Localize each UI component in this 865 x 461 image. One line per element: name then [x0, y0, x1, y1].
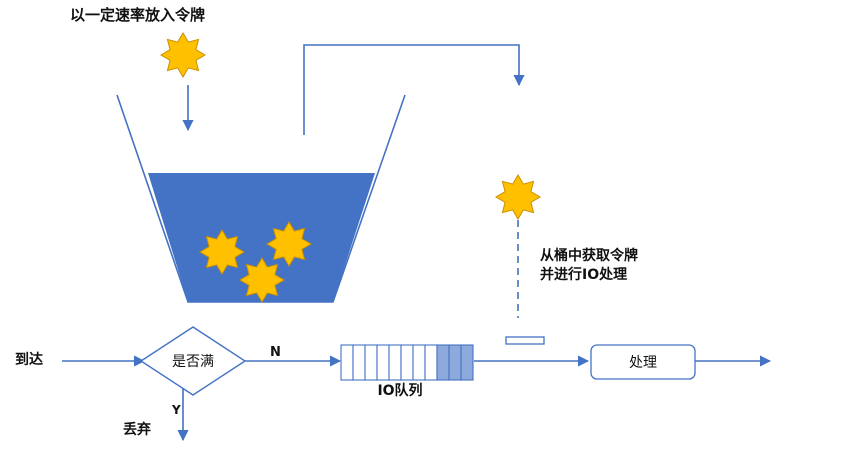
bucket-token-icon	[266, 221, 312, 267]
decision-label: 是否满	[172, 354, 214, 370]
token-rate-label: 以一定速率放入令牌	[70, 6, 205, 24]
bucket-tokens-fill	[148, 173, 375, 302]
discard-label: 丢弃	[123, 421, 151, 438]
queue-slot-empty	[424, 344, 438, 381]
no-label: N	[270, 345, 281, 360]
take-token-label-1: 从桶中获取令牌	[540, 247, 638, 264]
io-queue-label: IO队列	[377, 382, 422, 399]
process-label: 处理	[629, 355, 657, 371]
queue-slot-filled	[436, 344, 450, 381]
queue-slot-empty	[376, 344, 390, 381]
token-bucket	[116, 94, 406, 303]
queue-slot-empty	[340, 344, 354, 381]
queue-slot-empty	[364, 344, 378, 381]
bucket-token-icon	[239, 257, 285, 303]
bucket-token-icon	[199, 229, 245, 275]
arrive-label: 到达	[15, 351, 43, 368]
token-fetch-arrow	[303, 44, 525, 135]
io-queue	[340, 344, 474, 381]
queue-slot-empty	[352, 344, 366, 381]
taken-token-icon	[495, 174, 541, 220]
queue-slot-empty	[400, 344, 414, 381]
queue-slot-filled	[460, 344, 474, 381]
decision-diamond	[139, 326, 247, 396]
queue-slot-empty	[412, 344, 426, 381]
bucket-outline	[116, 94, 406, 303]
incoming-token-icon	[160, 32, 206, 78]
yes-label: Y	[171, 403, 181, 417]
queue-slot-filled	[448, 344, 462, 381]
token-slot	[505, 336, 545, 345]
take-token-label-2: 并进行IO处理	[540, 266, 627, 283]
process-box	[590, 344, 696, 380]
queue-slot-empty	[388, 344, 402, 381]
